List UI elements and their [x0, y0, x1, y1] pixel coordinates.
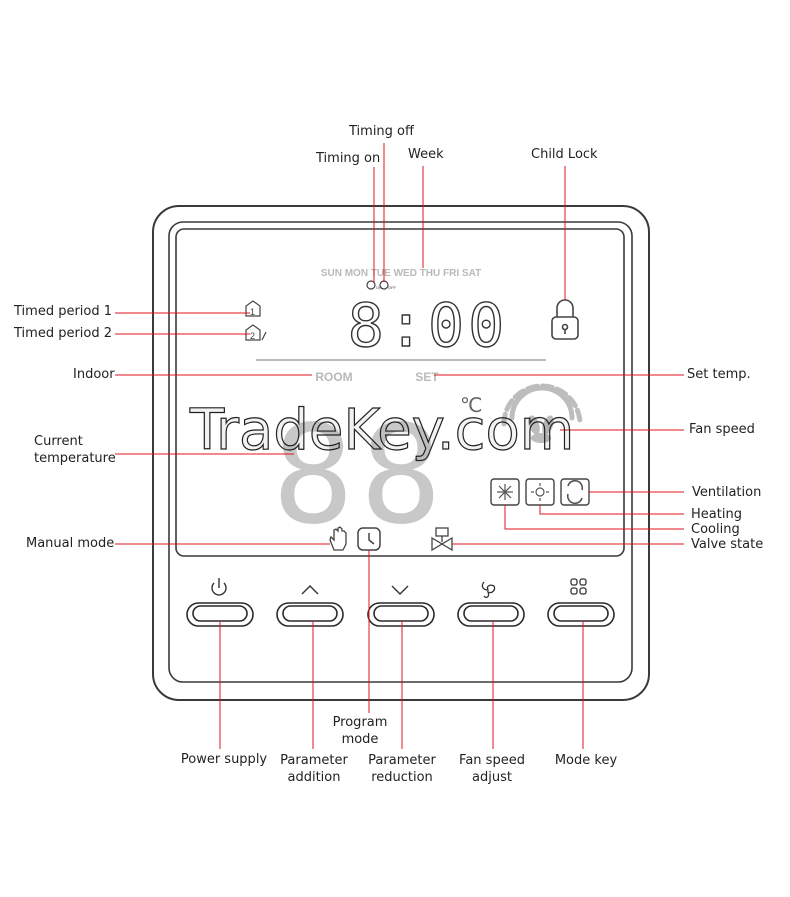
- mode-button-inner: [553, 605, 609, 622]
- lcd-clock: 8:00: [348, 291, 509, 361]
- mode-button[interactable]: [547, 602, 615, 627]
- up-arrow-icon: [301, 585, 319, 595]
- label-timed-period-1: Timed period 1: [14, 304, 113, 319]
- leader-lines: [115, 143, 684, 749]
- label-program-mode-2: mode: [341, 732, 379, 747]
- label-parameter-addition-1: Parameter: [280, 753, 348, 768]
- label-mode-key: Mode key: [554, 753, 618, 768]
- leader-heating: [539, 505, 684, 515]
- label-child-lock: Child Lock: [531, 147, 598, 162]
- lcd-set: SET: [415, 370, 439, 384]
- label-fan-speed: Fan speed: [689, 422, 755, 437]
- label-program-mode-1: Program: [332, 715, 388, 730]
- mode-symbol-icon: [570, 578, 587, 595]
- label-parameter-reduction-1: Parameter: [368, 753, 436, 768]
- power-button-inner: [192, 605, 248, 622]
- timed-period-1-number: 1: [250, 307, 255, 317]
- device-outer-bezel: [152, 205, 650, 701]
- timer-off-small-text: OFF: [388, 285, 397, 290]
- lcd-weekdays: SUN MON TUE WED THU FRI SAT: [321, 268, 481, 279]
- label-indoor: Indoor: [73, 367, 115, 382]
- label-fan-speed-adjust-1: Fan speed: [459, 753, 525, 768]
- timed-period-2-icon: [245, 324, 267, 341]
- parameter-reduction-button[interactable]: [367, 602, 435, 627]
- lcd-unit: ℃: [460, 393, 482, 417]
- timed-period-2-number: 2: [250, 331, 255, 341]
- lcd-temperature: 88: [272, 397, 448, 555]
- fan-icon: [528, 415, 554, 443]
- label-set-temp: Set temp.: [687, 367, 751, 382]
- watermark: TradeKey.com: [189, 397, 575, 463]
- fan-speed-button-inner: [463, 605, 519, 622]
- power-symbol-icon: [211, 578, 227, 596]
- label-parameter-reduction-2: reduction: [371, 770, 433, 785]
- label-timing-off: Timing off: [349, 124, 414, 139]
- label-manual-mode: Manual mode: [26, 536, 115, 551]
- child-lock-icon: [551, 299, 579, 340]
- timed-period-1-icon: [245, 300, 261, 317]
- cooling-icon: [490, 478, 520, 506]
- valve-icon: [431, 527, 453, 552]
- label-timing-on: Timing on: [316, 151, 381, 166]
- label-timed-period-2: Timed period 2: [14, 326, 113, 341]
- label-parameter-addition-2: addition: [287, 770, 341, 785]
- lcd-screen: [175, 228, 625, 557]
- label-current-temperature-1: Current: [34, 434, 83, 449]
- parameter-addition-button[interactable]: [276, 602, 344, 627]
- parameter-reduction-button-inner: [373, 605, 429, 622]
- down-arrow-icon: [391, 585, 409, 595]
- fan-speed-button[interactable]: [457, 602, 525, 627]
- manual-mode-icon: [329, 526, 347, 551]
- label-week: Week: [408, 147, 444, 162]
- heating-icon: [525, 478, 555, 506]
- label-fan-speed-adjust-2: adjust: [472, 770, 512, 785]
- label-cooling: Cooling: [691, 522, 740, 537]
- label-heating: Heating: [691, 507, 742, 522]
- timer-on-small-text: ON: [376, 285, 382, 290]
- ventilation-icon: [560, 478, 590, 506]
- fan-symbol-icon: [481, 581, 496, 599]
- fan-speed-indicator: [501, 383, 583, 427]
- label-current-temperature-2: temperature: [34, 451, 116, 466]
- parameter-addition-button-inner: [282, 605, 338, 622]
- label-ventilation: Ventilation: [692, 485, 762, 500]
- label-power-supply: Power supply: [180, 752, 268, 767]
- lcd-room: ROOM: [315, 370, 352, 384]
- label-valve-state: Valve state: [691, 537, 764, 552]
- device-inner-bezel: [168, 221, 633, 683]
- leader-cooling: [504, 505, 684, 530]
